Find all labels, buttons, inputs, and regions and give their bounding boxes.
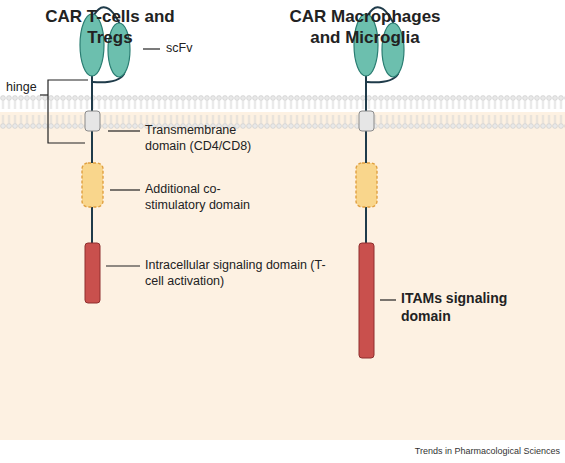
leader-line [40,94,48,95]
leader-line [110,189,140,190]
part-label: hinge [6,80,46,96]
transmembrane-domain [85,111,100,131]
source-credit: Trends in Pharmacological Sciences [355,446,560,457]
part-label: Transmembrane domain (CD4/CD8) [145,123,260,154]
part-label: ITAMs signaling domain [401,290,536,325]
part-label: Additional co-stimulatory domain [145,182,263,213]
signaling-domain [85,243,100,303]
costimulatory-domain [356,163,377,207]
car-receptor-left [80,7,130,303]
car-receptor-right [354,7,404,358]
leader-line [143,48,160,49]
part-label: Intracellular signaling domain (T-cell a… [145,258,330,289]
leader-line [106,265,140,266]
transmembrane-domain [359,111,374,131]
leader-line [108,130,140,131]
costimulatory-domain [82,163,103,207]
column-heading: CAR T-cells and Tregs [35,6,185,49]
leader-line [380,299,396,300]
column-heading: CAR Macrophages and Microglia [280,6,450,49]
itam-signaling-domain [359,243,374,358]
part-label: scFv [166,41,226,57]
hinge-bracket [48,80,88,143]
cytoplasm [0,112,565,440]
